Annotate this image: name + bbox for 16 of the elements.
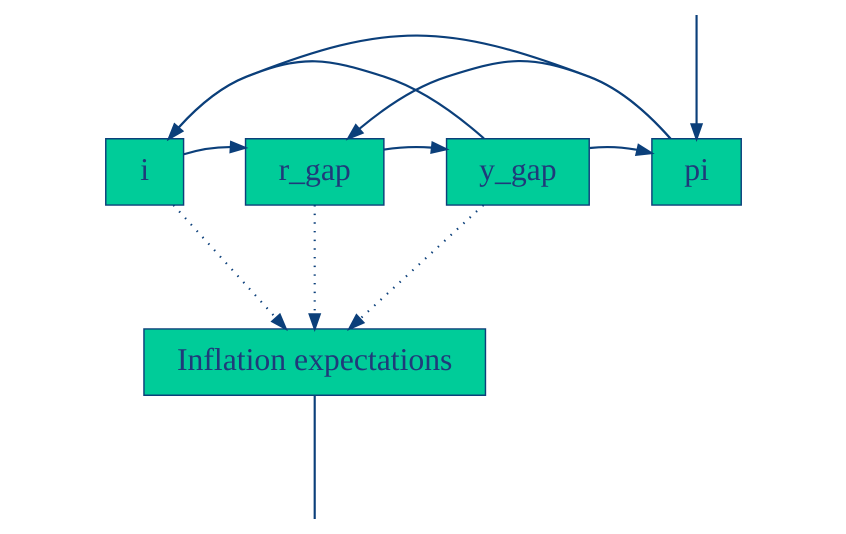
arrow [166,60,484,142]
node-box: y_gap [445,138,590,206]
node-box: i [104,138,184,206]
arrow [346,204,484,331]
arrow [166,34,671,142]
connector [313,395,316,519]
arrow [345,60,671,141]
node-box: r_gap [244,138,384,206]
arrow [308,205,321,332]
arrow [172,204,288,332]
arrow [383,141,450,154]
arrow [183,140,248,156]
node-box: Inflation expectations [142,328,486,396]
arrow [690,14,703,142]
node-box: pi [650,138,742,206]
arrow [589,143,654,156]
